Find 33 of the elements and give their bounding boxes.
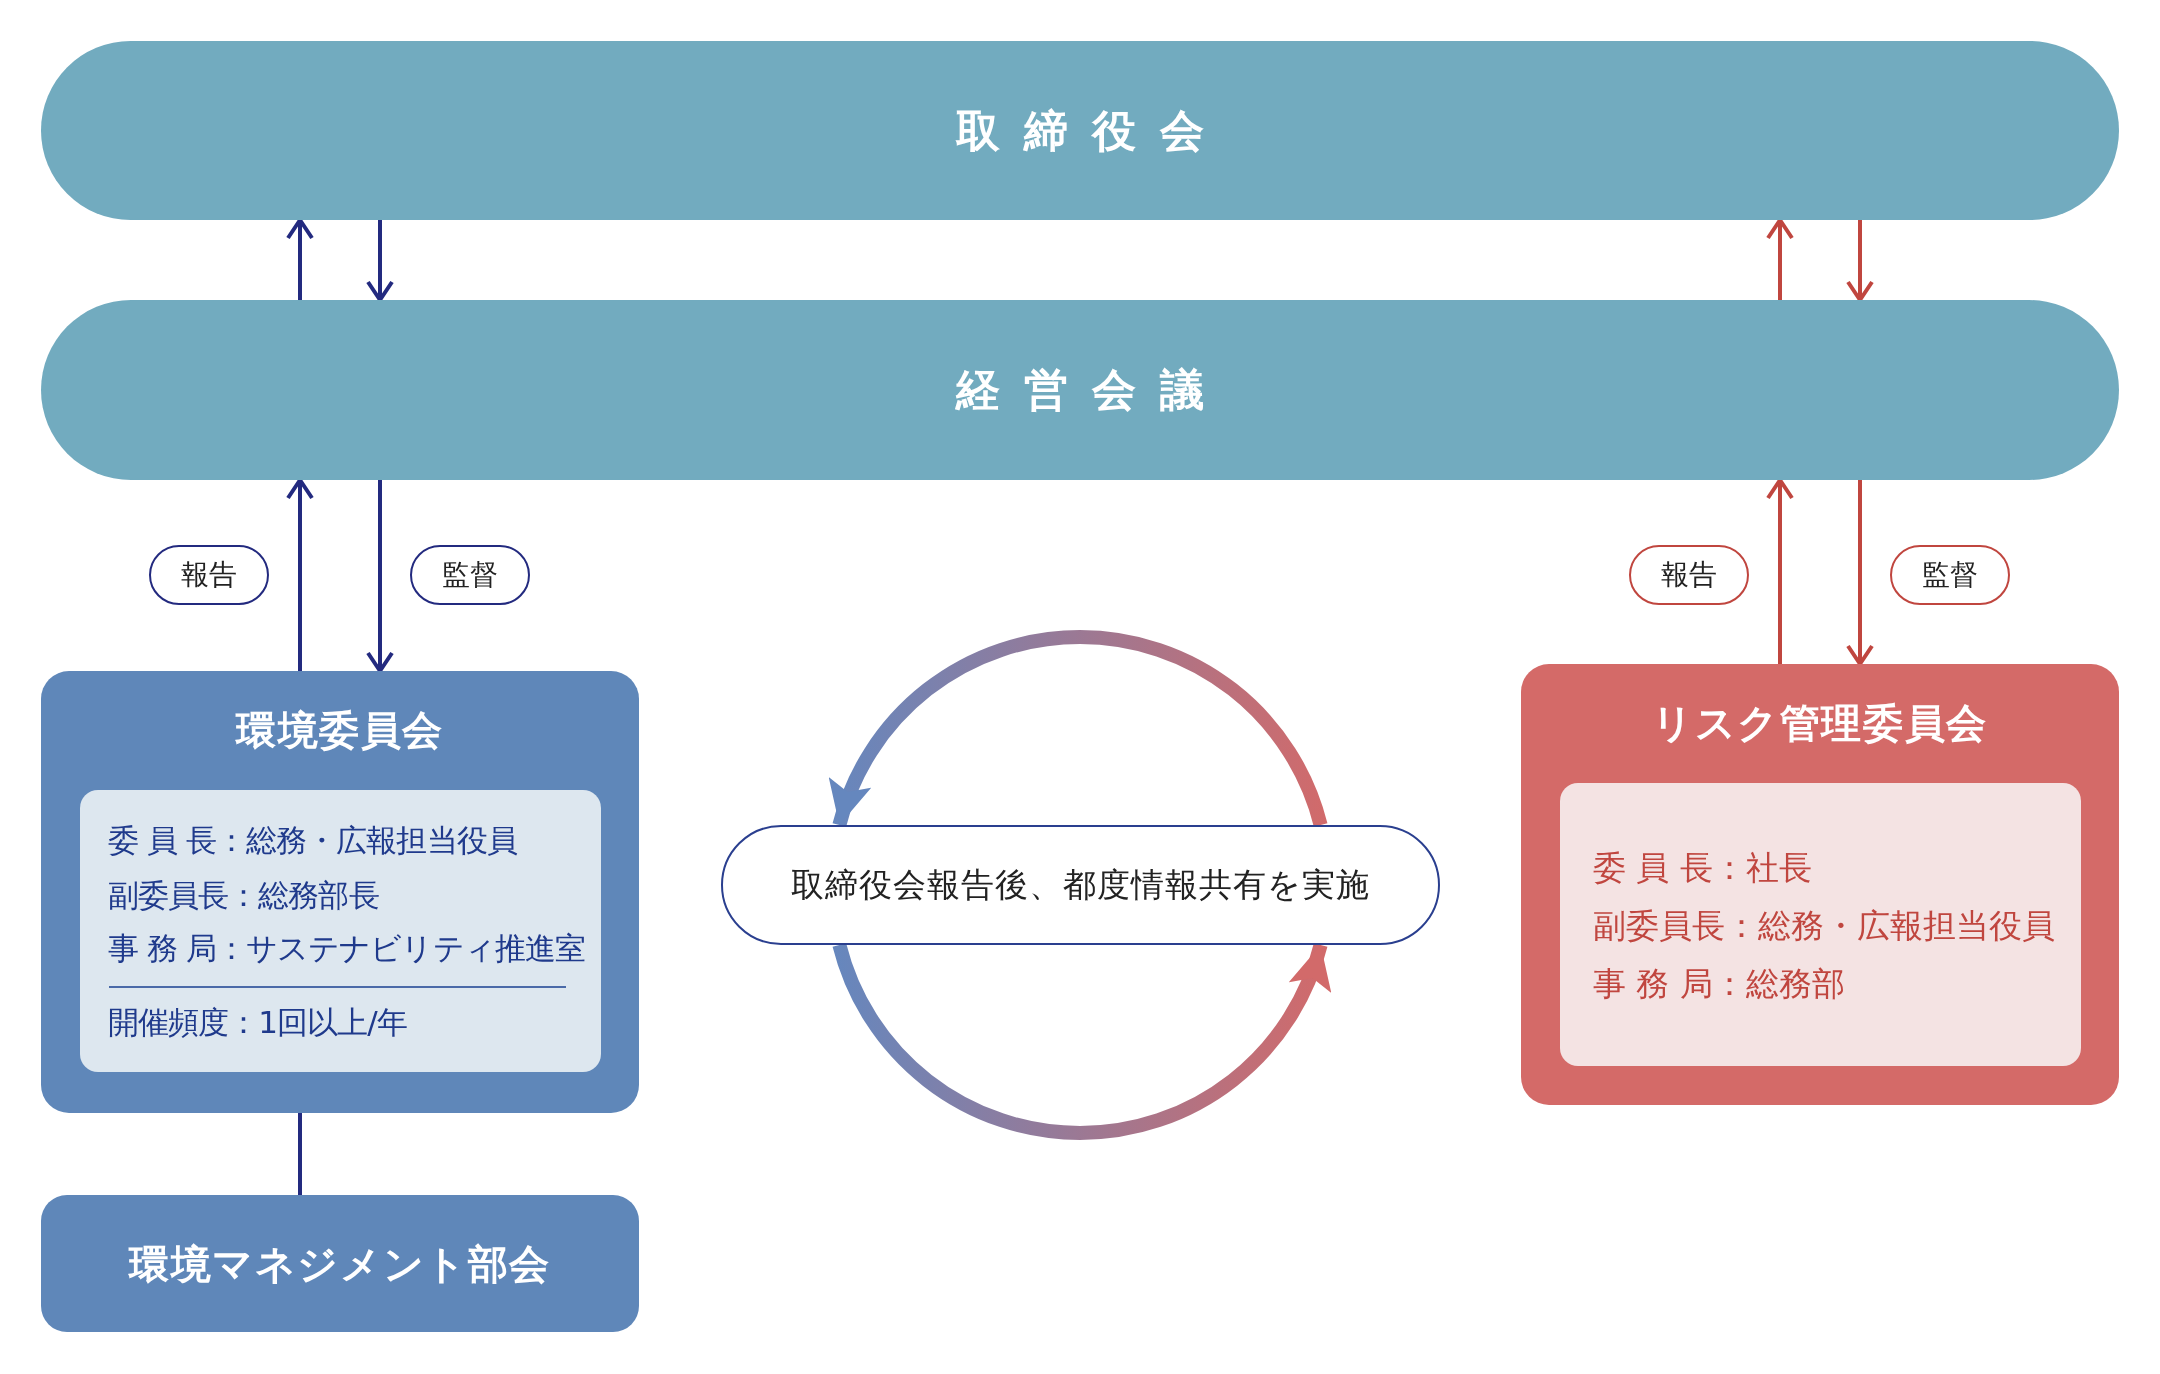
- band-title: 取締役会: [954, 103, 1230, 158]
- arrow: [366, 220, 394, 302]
- edge-label: 監督: [1890, 545, 2010, 605]
- arrow: [1766, 218, 1794, 300]
- note-text: 取締役会報告後、都度情報共有を実施: [790, 864, 1371, 906]
- info-panel: [80, 790, 601, 1072]
- edge-label: 監督: [410, 545, 530, 605]
- arrow: [286, 478, 314, 671]
- committee-box: [1521, 664, 2119, 1105]
- arrow: [1846, 220, 1874, 302]
- subcommittee-box: [41, 1195, 639, 1332]
- committee-box: [41, 671, 639, 1113]
- arrow: [366, 480, 394, 673]
- cycle-arrow: [832, 942, 1329, 1140]
- info-line: 副委員長：総務・広報担当役員: [1593, 905, 2055, 947]
- arrow: [1846, 480, 1874, 666]
- info-line: 事 務 局：総務部: [1593, 963, 1845, 1005]
- info-line: 副委員長：総務部長: [108, 876, 379, 915]
- edge-label: 報告: [1629, 545, 1749, 605]
- subcommittee-title: 環境マネジメント部会: [127, 1239, 552, 1289]
- info-line: 事 務 局：サステナビリティ推進室: [108, 929, 585, 968]
- info-panel: [1560, 783, 2081, 1066]
- arrow: [1766, 478, 1794, 664]
- arrow: [286, 218, 314, 300]
- committee-title: リスク管理委員会: [1651, 699, 1989, 748]
- info-line: 委 員 長：社長: [1593, 847, 1812, 889]
- committee-title: 環境委員会: [234, 706, 445, 755]
- connector-line: [298, 1113, 302, 1195]
- info-line: 委 員 長：総務・広報担当役員: [108, 821, 517, 860]
- edge-label: 報告: [149, 545, 269, 605]
- cycle-arrow: [831, 630, 1328, 828]
- info-line: 開催頻度：1回以上/年: [108, 1003, 407, 1042]
- band-title: 経営会議: [954, 363, 1230, 417]
